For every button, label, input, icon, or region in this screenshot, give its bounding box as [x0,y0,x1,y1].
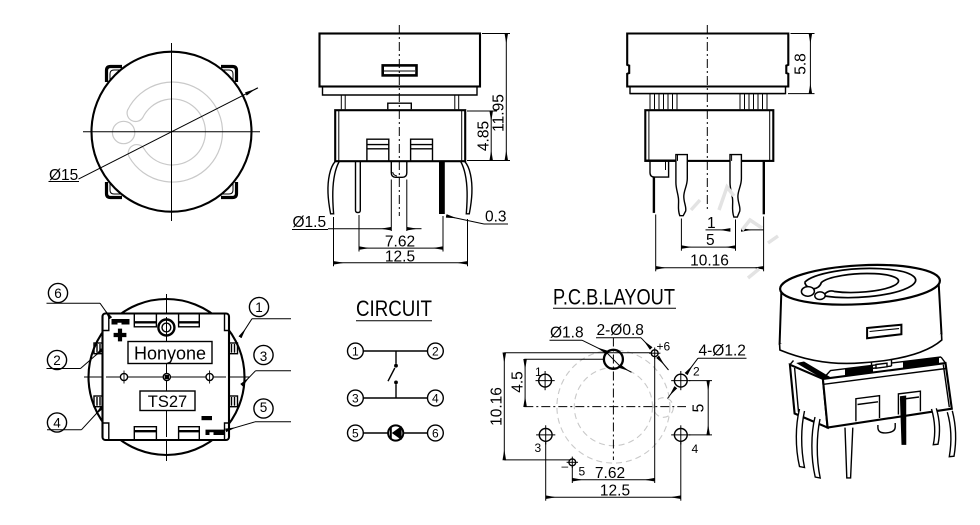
svg-text:7.62: 7.62 [595,465,625,482]
svg-text:3: 3 [352,391,359,405]
svg-text:Honyone: Honyone [134,344,206,364]
svg-text:7.62: 7.62 [385,233,415,250]
svg-text:2: 2 [432,344,439,358]
svg-text:0.3: 0.3 [485,209,507,226]
svg-text:3: 3 [260,349,268,364]
svg-text:1: 1 [707,215,716,232]
svg-text:2: 2 [53,353,61,368]
svg-text:+6: +6 [657,340,671,354]
svg-text:6: 6 [432,426,439,440]
svg-text:2-Ø0.8: 2-Ø0.8 [597,322,644,339]
svg-text:12.5: 12.5 [600,482,630,499]
svg-text:2: 2 [693,365,700,379]
svg-text:5: 5 [579,465,586,479]
svg-text:1: 1 [352,344,359,358]
svg-text:Ø1.5: Ø1.5 [293,214,327,231]
svg-text:–: – [562,459,569,473]
svg-text:6: 6 [54,286,62,301]
svg-text:4: 4 [692,442,699,456]
svg-text:10.16: 10.16 [690,253,729,270]
svg-text:5: 5 [352,426,359,440]
svg-text:4: 4 [53,415,61,430]
svg-text:10.16: 10.16 [489,387,506,426]
svg-text:12.5: 12.5 [385,248,415,265]
svg-text:Ø1.8: Ø1.8 [550,325,584,342]
svg-text:11.95: 11.95 [491,94,508,132]
svg-text:1: 1 [535,365,542,379]
svg-text:5: 5 [691,404,708,413]
svg-text:1: 1 [255,300,263,315]
svg-text:5: 5 [260,400,268,415]
svg-text:4-Ø1.2: 4-Ø1.2 [699,343,746,360]
svg-text:3: 3 [535,441,542,455]
svg-text:4: 4 [432,391,439,405]
svg-text:TS27: TS27 [148,393,187,411]
svg-text:5: 5 [706,232,715,249]
svg-text:CIRCUIT: CIRCUIT [356,296,432,321]
svg-text:4.85: 4.85 [476,121,493,151]
svg-text:P.C.B.LAYOUT: P.C.B.LAYOUT [553,285,675,310]
svg-text:4.5: 4.5 [510,371,527,393]
svg-text:Ø15: Ø15 [49,167,78,184]
svg-text:5.8: 5.8 [793,53,810,75]
